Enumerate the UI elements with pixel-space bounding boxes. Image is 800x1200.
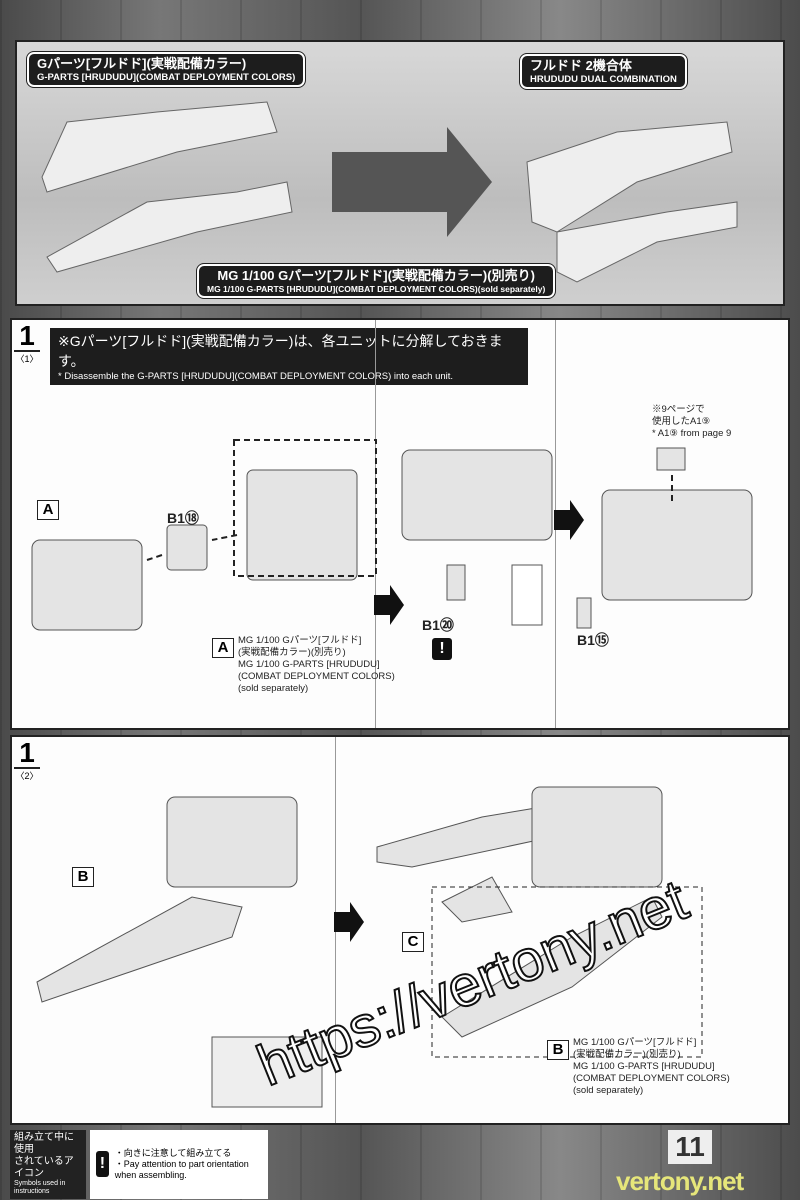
- brand-watermark: vertony.net: [616, 1166, 744, 1196]
- unit-illustration: [246, 469, 358, 581]
- step-illustrations: [36, 786, 703, 1108]
- callout-en3: (sold separately): [238, 682, 309, 694]
- right-title: フルドド 2機合体 HRUDUDU DUAL COMBINATION: [519, 53, 688, 90]
- detail-inset: [211, 1036, 323, 1108]
- legend-jp2: されているアイコン: [14, 1156, 74, 1179]
- unit-illustrations: [41, 101, 738, 283]
- step-1-1-panel: 1 〈1〉 ※Gパーツ[フルドド](実戦配備カラー)は、各ユニットに分解しておき…: [10, 318, 790, 730]
- part-code-b1-15: B1⑮: [577, 632, 609, 648]
- page9-jp2: 使用したA1⑨: [652, 415, 711, 427]
- part-label-a: A: [37, 500, 59, 520]
- arrow-icon: [374, 585, 404, 625]
- part-code-b1-20: B1⑳: [422, 617, 454, 633]
- step-number: 1 〈2〉: [14, 739, 40, 782]
- part-b-illustration: [441, 896, 663, 1038]
- legend-title: 組み立て中に使用 されているアイコン Symbols used in instr…: [10, 1130, 86, 1199]
- step-number-sub: 〈1〉: [15, 354, 39, 364]
- bottom-title-en: MG 1/100 G-PARTS [HRUDUDU](COMBAT DEPLOY…: [207, 283, 546, 294]
- attention-icon: !: [96, 1151, 109, 1178]
- part-b1-20-illustration: [446, 564, 466, 601]
- instruction-en: * Disassemble the G-PARTS [HRUDUDU](COMB…: [58, 371, 454, 382]
- page9-jp1: ※9ページで: [652, 404, 705, 415]
- step-number-main: 1: [14, 739, 40, 769]
- part-b1-18-illustration: [166, 524, 208, 571]
- legend-item: ! ・向きに注意して組み立てる ・Pay attention to part o…: [90, 1130, 268, 1199]
- step-instruction: ※Gパーツ[フルドド](実戦配備カラー)は、各ユニットに分解しておきます。 * …: [50, 328, 528, 385]
- left-title-en: G-PARTS [HRUDUDU](COMBAT DEPLOYMENT COLO…: [37, 71, 296, 83]
- bottom-title: MG 1/100 Gパーツ[フルドド](実戦配備カラー)(別売り) MG 1/1…: [195, 263, 557, 299]
- guide-line: [146, 554, 163, 561]
- callout-label-b: B: [547, 1040, 569, 1060]
- page-number: 11: [668, 1130, 712, 1164]
- part-b-illustration: [36, 896, 243, 1003]
- callout-label-a: A: [212, 638, 234, 658]
- step-number-sub: 〈2〉: [15, 771, 39, 781]
- left-title-jp: Gパーツ[フルドド](実戦配備カラー): [37, 56, 247, 71]
- legend-jp1: 組み立て中に使用: [14, 1132, 74, 1155]
- combined-illustration: [556, 201, 738, 283]
- callout-en2: (COMBAT DEPLOYMENT COLORS): [238, 670, 395, 682]
- guide-box: [431, 886, 703, 1058]
- arrow-icon: [334, 902, 364, 942]
- legend-en: Symbols used in instructions: [14, 1180, 66, 1196]
- callout-jp1: MG 1/100 Gパーツ[フルドド]: [573, 1037, 697, 1048]
- step-illustrations: [31, 439, 753, 631]
- page9-en: * A1⑨ from page 9: [652, 427, 732, 439]
- part-label-c: C: [402, 932, 424, 952]
- combined-illustration: [526, 121, 733, 233]
- unit-illustration: [601, 489, 753, 601]
- legend-item-jp: ・向きに注意して組み立てる: [114, 1148, 232, 1159]
- part-a1-9-illustration: [656, 447, 686, 471]
- page9-note: ※9ページで 使用したA1⑨ * A1⑨ from page 9: [652, 404, 731, 440]
- legend-item-en: ・Pay attention to part orientation when …: [114, 1158, 249, 1180]
- icon-legend: 組み立て中に使用 されているアイコン Symbols used in instr…: [10, 1130, 268, 1199]
- part-label-b: B: [72, 867, 94, 887]
- left-title: Gパーツ[フルドド](実戦配備カラー) G-PARTS [HRUDUDU](CO…: [25, 51, 307, 88]
- arrow-icon: [332, 127, 492, 237]
- callout-en2: (COMBAT DEPLOYMENT COLORS): [573, 1072, 730, 1084]
- part-a-illustration: [31, 539, 143, 631]
- guide-line: [211, 534, 238, 541]
- part-b1-15-illustration: [576, 597, 592, 629]
- guide-box: [233, 439, 377, 577]
- unit-illustration: [41, 101, 278, 193]
- arrow-icon: [554, 500, 584, 540]
- unit-illustration: [166, 796, 298, 888]
- combined-illustration: [376, 806, 553, 868]
- reference-panel: Gパーツ[フルドド](実戦配備カラー) G-PARTS [HRUDUDU](CO…: [15, 40, 785, 306]
- right-title-jp: フルドド 2機合体: [530, 58, 632, 73]
- callout-jp2: (実戦配備カラー)(別売り): [238, 646, 346, 658]
- callout-en1: MG 1/100 G-PARTS [HRUDUDU]: [238, 658, 380, 670]
- attention-icon: !: [432, 638, 452, 660]
- part-code-b1-18: B1⑱: [167, 510, 199, 526]
- unit-illustration: [531, 786, 663, 888]
- callout-jp2: (実戦配備カラー)(別売り): [573, 1048, 681, 1060]
- unit-illustration: [46, 181, 293, 273]
- callout-note-b: MG 1/100 Gパーツ[フルドド] (実戦配備カラー)(別売り) MG 1/…: [573, 1037, 730, 1096]
- step-number-main: 1: [14, 322, 40, 352]
- part-c-illustration: [441, 876, 513, 923]
- bottom-title-jp: MG 1/100 Gパーツ[フルドド](実戦配備カラー)(別売り): [217, 268, 535, 283]
- callout-note-a: MG 1/100 Gパーツ[フルドド] (実戦配備カラー)(別売り) MG 1/…: [238, 635, 395, 694]
- step-number: 1 〈1〉: [14, 322, 40, 365]
- callout-jp1: MG 1/100 Gパーツ[フルドド]: [238, 635, 362, 646]
- right-title-en: HRUDUDU DUAL COMBINATION: [530, 73, 677, 85]
- step-1-2-panel: 1 〈2〉 B C B MG 1/100 Gパーツ[フルドド] (実戦配備カラー…: [10, 735, 790, 1125]
- callout-en3: (sold separately): [573, 1084, 644, 1096]
- callout-en1: MG 1/100 G-PARTS [HRUDUDU]: [573, 1060, 715, 1072]
- unit-illustration: [401, 449, 553, 541]
- instruction-jp: ※Gパーツ[フルドド](実戦配備カラー)は、各ユニットに分解しておきます。: [58, 333, 503, 369]
- orientation-detail: [511, 564, 543, 626]
